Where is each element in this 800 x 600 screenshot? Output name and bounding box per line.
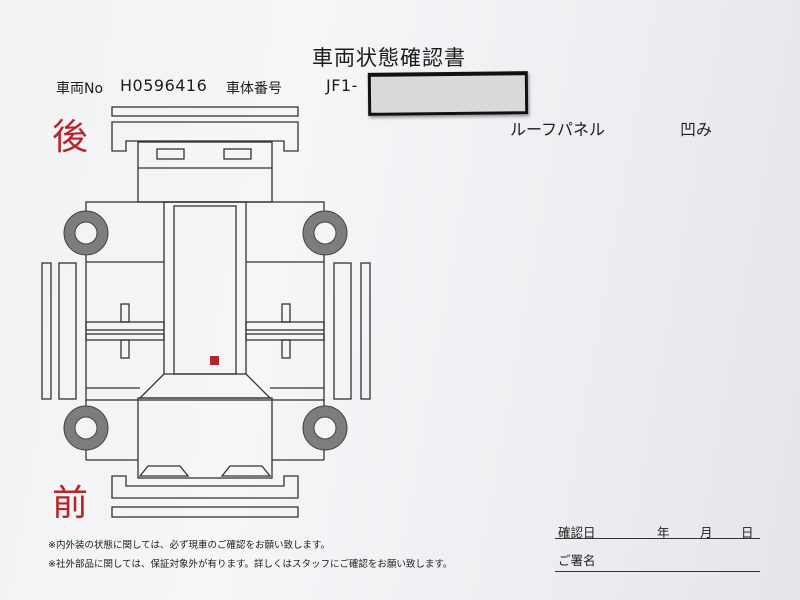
right-door-handle-front (281, 339, 291, 359)
rear-bumper (111, 121, 299, 152)
vehicle-no-value: H0596416 (120, 76, 208, 95)
document-title: 車両状態確認書 (312, 46, 466, 70)
right-outer-strip (360, 262, 371, 400)
hub-front-right (313, 416, 337, 440)
month-label: 月 (700, 525, 713, 540)
right-door-handle-rear (281, 303, 291, 323)
windshield-edge (138, 373, 272, 399)
left-door-handle-rear (120, 303, 130, 323)
right-inner-strip (333, 262, 352, 400)
rear-bumper-top (111, 106, 299, 117)
chassis-no-value: JF1- (326, 76, 358, 95)
year-label: 年 (657, 525, 670, 540)
damage-marker (210, 356, 219, 365)
left-sill-top (85, 321, 165, 331)
body-outline (85, 201, 325, 401)
roof-outer (163, 201, 247, 375)
signature-label: ご署名 (558, 553, 596, 568)
note-interior-exterior: ※内外装の状態に関しては、必ず現車のご確認をお願い致します。 (48, 540, 331, 551)
note-aftermarket-parts: ※社外部品に関しては、保証対象外が有ります。詳しくはスタッフにご確認をお願い致し… (48, 559, 453, 570)
front-label: 前 (52, 483, 89, 524)
hood-panel (137, 397, 273, 479)
damage-type: 凹み (680, 120, 713, 139)
left-sill-bottom (85, 333, 165, 341)
trunk-panel (137, 141, 273, 203)
left-door-handle-front (120, 339, 130, 359)
hub-front-left (74, 416, 98, 440)
right-sill-top (245, 321, 325, 331)
confirm-date-line (555, 538, 760, 539)
headlamp-right (220, 465, 272, 477)
headlamp-left (138, 465, 190, 477)
left-inner-strip (58, 262, 77, 400)
rear-lamp-left (156, 148, 185, 160)
vehicle-no-label: 車両No (56, 81, 104, 97)
day-label: 日 (741, 525, 754, 540)
front-bumper-bottom (111, 506, 299, 518)
hub-rear-left (74, 221, 98, 245)
rear-label: 後 (52, 117, 89, 158)
chassis-no-label: 車体番号 (226, 81, 282, 97)
signature-line (555, 571, 760, 572)
damage-location: ルーフパネル (510, 120, 606, 139)
confirm-date-label: 確認日 (558, 525, 596, 540)
left-outer-strip (41, 262, 52, 400)
right-sill-bottom (245, 333, 325, 341)
roof-panel (173, 205, 237, 375)
front-bumper (111, 475, 299, 499)
rear-lamp-right (223, 148, 252, 160)
hub-rear-right (313, 221, 337, 245)
